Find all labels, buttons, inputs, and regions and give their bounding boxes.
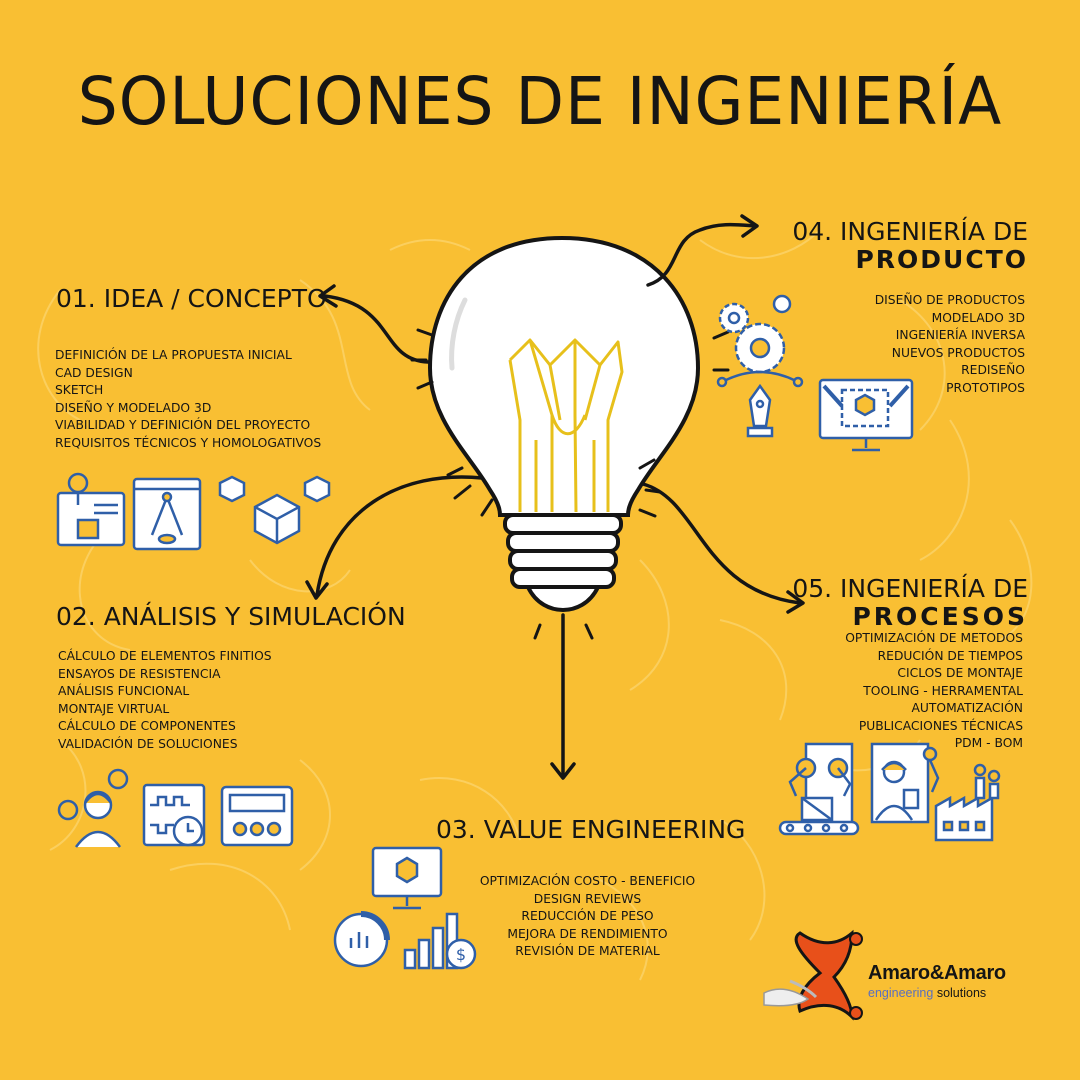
section-05-title: 05. INGENIERÍA DE PROCESOS [792,575,1028,630]
list-item: SKETCH [55,383,104,397]
list-item: DESIGN REVIEWS [533,891,642,906]
section-03-icons: $ [333,846,477,970]
list-item: MODELADO 3D [931,310,1025,325]
list-item: CÁLCULO DE ELEMENTOS FINITIOS [58,649,272,663]
factory-worker-icon [870,742,1001,842]
section-04-icons [716,294,914,452]
list-item: ENSAYOS DE RESISTENCIA [58,666,221,681]
list-item: MEJORA DE RENDIMIENTO [507,926,668,941]
control-panel-icon [220,785,294,847]
bulb-filament [508,338,624,513]
section-03-list: OPTIMIZACIÓN COSTO - BENEFICIO DESIGN RE… [460,873,715,961]
section-04-title-line1: 04. INGENIERÍA DE [792,217,1028,246]
company-tagline: engineering solutions [868,986,986,1000]
section-03-title: 03. VALUE ENGINEERING [436,815,746,844]
list-item: PUBLICACIONES TÉCNICAS [858,718,1023,733]
list-item: VIABILIDAD Y DEFINICIÓN DEL PROYECTO [55,418,311,432]
list-item: VALIDACIÓN DE SOLUCIONES [58,736,238,751]
list-item: PDM - BOM [954,736,1023,750]
bulb-base [503,513,623,612]
analytics-chart-icon [333,911,390,968]
gears-pen-tool-icon [716,294,804,438]
list-item: REDUCIÓN DE TIEMPOS [877,648,1023,663]
company-logo-mark [763,929,863,1021]
section-05-list: OPTIMIZACIÓN DE METODOS REDUCIÓN DE TIEM… [845,630,1023,753]
list-item: DISEÑO Y MODELADO 3D [55,400,212,415]
section-05-icons [778,742,1001,842]
list-item: CAD DESIGN [55,365,133,380]
list-item: INGENIERÍA INVERSA [895,328,1025,342]
section-02-list: CÁLCULO DE ELEMENTOS FINITIOS ENSAYOS DE… [58,648,272,753]
monitor-3d-design-icon [818,378,914,452]
list-item: PROTOTIPOS [946,380,1025,395]
company-tagline-part1: engineering [868,986,934,1000]
company-name: Amaro&Amaro [868,962,1006,984]
list-item: OPTIMIZACIÓN COSTO - BENEFICIO [479,874,696,888]
list-item: TOOLING - HERRAMENTAL [863,683,1023,698]
section-04-title: 04. INGENIERÍA DE PRODUCTO [792,218,1028,273]
list-item: REVISIÓN DE MATERIAL [515,944,660,958]
section-04-title-line2: PRODUCTO [855,244,1028,274]
page-title: SOLUCIONES DE INGENIERÍA [77,63,1003,140]
section-01-icons [56,472,331,551]
list-item: REQUISITOS TÉCNICOS Y HOMOLOGATIVOS [55,435,322,450]
robot-assembly-icon [778,742,860,836]
section-01-list: DEFINICIÓN DE LA PROPUESTA INICIAL CAD D… [55,347,321,452]
section-01-title: 01. IDEA / CONCEPTO [56,284,327,313]
list-item: OPTIMIZACIÓN DE METODOS [845,631,1023,645]
3d-cube-icon [218,475,331,545]
test-timer-icon [142,783,206,847]
section-05-title-line2: PROCESOS [852,601,1028,631]
compass-drawing-icon [132,477,202,551]
section-04-list: DISEÑO DE PRODUCTOS MODELADO 3D INGENIER… [875,292,1025,397]
list-item: DISEÑO DE PRODUCTOS [874,293,1025,307]
list-item: DEFINICIÓN DE LA PROPUESTA INICIAL [55,348,292,362]
list-item: CICLOS DE MONTAJE [897,666,1023,680]
list-item: CÁLCULO DE COMPONENTES [58,719,236,733]
section-05-title-line1: 05. INGENIERÍA DE [792,574,1028,603]
svg-text:$: $ [456,945,466,964]
list-item: MONTAJE VIRTUAL [58,701,170,716]
list-item: REDISEÑO [961,363,1025,377]
connector-arrows [305,214,805,780]
monitor-cube-icon [371,846,443,910]
list-item: REDUCCIÓN DE PESO [521,909,654,923]
list-item: AUTOMATIZACIÓN [911,701,1023,715]
section-02-icons [57,768,294,848]
engineer-gears-icon [57,768,129,848]
section-02-title: 02. ANÁLISIS Y SIMULACIÓN [56,602,406,631]
idea-board-icon [56,472,126,547]
growth-dollar-icon: $ [403,912,477,970]
company-tagline-part2: solutions [933,986,987,1000]
list-item: NUEVOS PRODUCTOS [891,345,1025,360]
list-item: ANÁLISIS FUNCIONAL [58,684,190,698]
